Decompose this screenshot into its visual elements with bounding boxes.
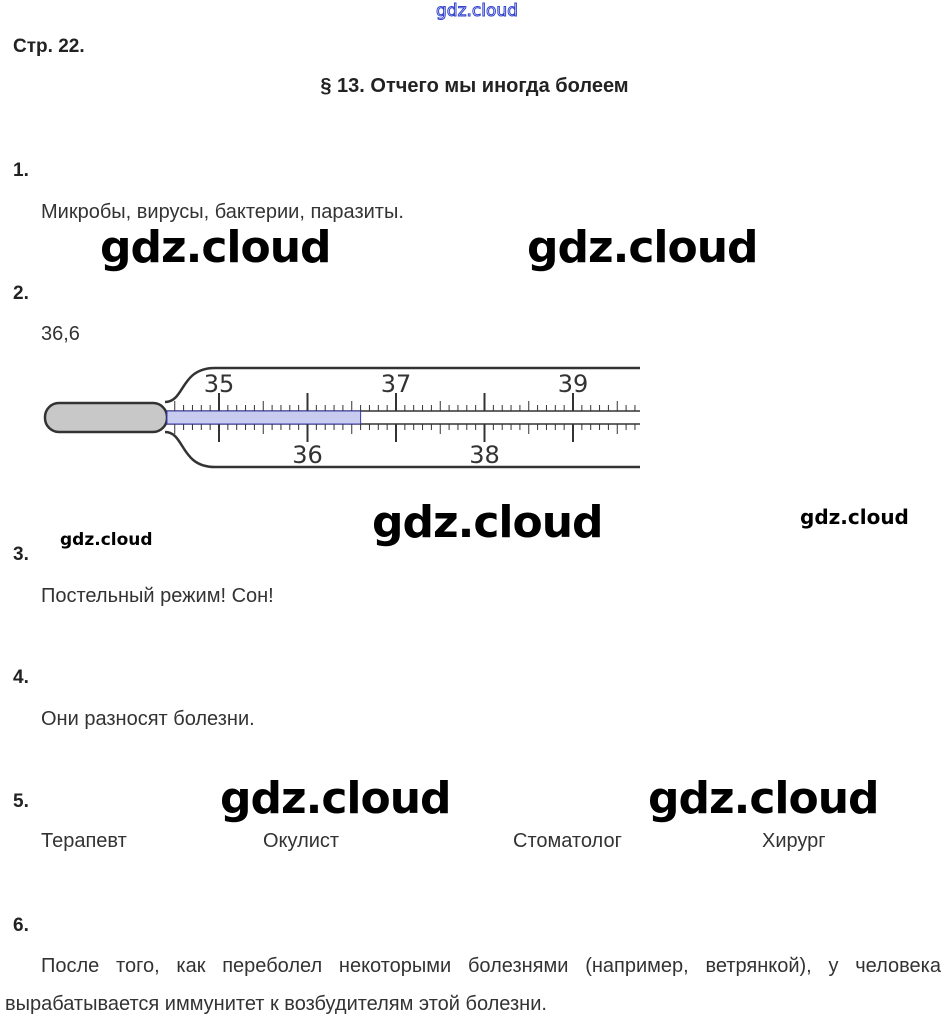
task-answer: 36,6 — [41, 323, 80, 345]
mercury-column — [166, 410, 362, 425]
section-title: § 13. Отчего мы иногда болеем — [320, 75, 629, 97]
task-answer: Постельный режим! Сон! — [41, 585, 274, 607]
scale-label: 35 — [204, 370, 235, 398]
task-answer: Микробы, вирусы, бактерии, паразиты. — [41, 201, 404, 223]
task-answer: Терапевт — [41, 830, 127, 852]
scale-label: 39 — [558, 370, 589, 398]
watermark-top: gdz.cloud — [436, 1, 519, 22]
task-answer: Окулист — [263, 830, 340, 852]
task-answer: После того, как переболел некоторыми бол… — [5, 955, 941, 1015]
watermark: gdz.cloud — [100, 222, 332, 273]
task-number: 3. — [13, 544, 29, 565]
thermometer-bulb — [43, 401, 169, 434]
scale-label: 38 — [469, 441, 500, 469]
watermark: gdz.cloud — [220, 773, 452, 824]
page-number: Стр. 22. — [13, 36, 85, 57]
watermark: gdz.cloud — [800, 505, 909, 529]
watermark: gdz.cloud — [60, 530, 153, 550]
task-number: 2. — [13, 283, 29, 304]
scale-label: 37 — [381, 370, 412, 398]
task-number: 4. — [13, 667, 29, 688]
watermark: gdz.cloud — [527, 222, 759, 273]
thermometer-image: 35 37 39 36 38 — [43, 366, 640, 469]
task-number: 5. — [13, 791, 29, 812]
task-number: 1. — [13, 160, 29, 181]
watermark: gdz.cloud — [648, 773, 880, 824]
task-answer: Они разносят болезни. — [41, 708, 255, 730]
scale-label: 36 — [292, 441, 323, 469]
watermark: gdz.cloud — [372, 497, 604, 548]
task-answer: Стоматолог — [513, 830, 622, 852]
task-answer: Хирург — [762, 830, 826, 852]
task-number: 6. — [13, 915, 29, 936]
